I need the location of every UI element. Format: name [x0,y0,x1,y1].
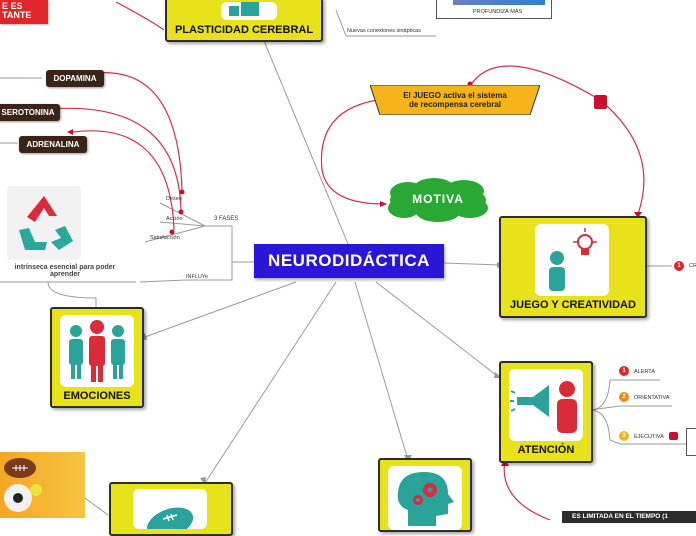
juego-side-text: CR [689,263,696,269]
nuevas-conexiones-text: Nuevas conexiones sinápticas [347,28,421,34]
juego-creatividad-label: JUEGO Y CREATIVIDAD [510,299,636,311]
brain-book-icon [221,2,277,20]
orientativa-text: ORIENTATIVA [634,395,670,401]
football-icon [146,507,194,536]
profundiza-card[interactable]: PROFUNDIZÁ MÁS [436,0,552,19]
fase-satisfaccion: Satisfacción [150,235,180,241]
top-left-red-note[interactable]: E ES TANTE [0,0,48,24]
idea-person-icon [549,228,597,291]
top-red-text: E ES TANTE [2,1,32,20]
deporte-node[interactable] [109,482,233,536]
adrenalina-node[interactable]: ADRENALINA [19,136,87,153]
motiva-cloud[interactable]: MOTIVA [384,178,492,222]
juego-callout-text: El JUEGO activa el sistema de recompensa… [403,91,507,109]
megaphone-tile [509,369,583,441]
ejecutiva-red-marker[interactable] [669,432,678,440]
atencion-label: ATENCIÓN [517,444,575,456]
alerta-number: 1 [619,366,629,376]
juego-number-badge: 1 [674,261,684,271]
recycle-icon [19,196,73,250]
ejecutiva-number: 3 [619,431,629,441]
dopamina-node[interactable]: DOPAMINA [46,70,104,87]
red-marker[interactable] [594,95,607,109]
ejecutiva-text: EJECUTIVA [634,434,664,440]
juego-creatividad-node[interactable]: JUEGO Y CREATIVIDAD [499,216,647,318]
central-title: NEURODIDÁCTICA [268,251,430,270]
emociones-label: EMOCIONES [63,390,131,402]
fase-accion: Acción [166,216,183,222]
bottom-note-bar[interactable]: ES LIMITADA EN EL TIEMPO (1 [562,511,696,523]
football-tile [133,489,207,536]
profundiza-label: PROFUNDIZÁ MÁS [473,9,523,15]
megaphone-person-icon [510,381,577,433]
adrenalina-label: ADRENALINA [26,140,80,149]
central-topic[interactable]: NEURODIDÁCTICA [254,244,444,278]
recycle-image [7,186,81,260]
orientativa-number: 2 [619,392,629,402]
alerta-text: ALERTA [634,369,655,375]
connection-lines [0,1,686,520]
serotonina-node[interactable]: SEROTONINA [0,104,60,121]
bottom-note-text: ES LIMITADA EN EL TIEMPO (1 [572,513,668,520]
people-tile [60,315,134,387]
plasticidad-node[interactable]: PLASTICIDAD CEREBRAL [165,0,323,42]
emociones-node[interactable]: EMOCIONES [50,307,144,408]
dopamina-label: DOPAMINA [53,74,97,83]
idea-person-tile [535,224,609,296]
profundiza-image [453,0,545,5]
atencion-node[interactable]: ATENCIÓN [499,361,593,463]
fase-deseo: Deseo [166,196,182,202]
juego-callout[interactable]: El JUEGO activa el sistema de recompensa… [370,85,540,115]
sports-balls-image [0,452,85,518]
head-gears-tile [388,466,462,530]
influye-label: INFLUYe [186,274,209,280]
cognicion-node[interactable] [378,458,472,532]
motiva-label: MOTIVA [412,192,464,206]
intrinseca-text: intrínseca esencial para poder aprender [14,264,116,278]
ejecutiva-side-box[interactable] [686,428,696,456]
serotonina-label: SEROTONINA [1,108,55,117]
head-gears-icon [397,472,454,526]
people-icon [69,320,125,382]
plasticidad-label: PLASTICIDAD CEREBRAL [174,24,314,36]
tres-fases-label: 3 FASES [214,216,239,222]
sports-balls-icon [4,458,42,512]
